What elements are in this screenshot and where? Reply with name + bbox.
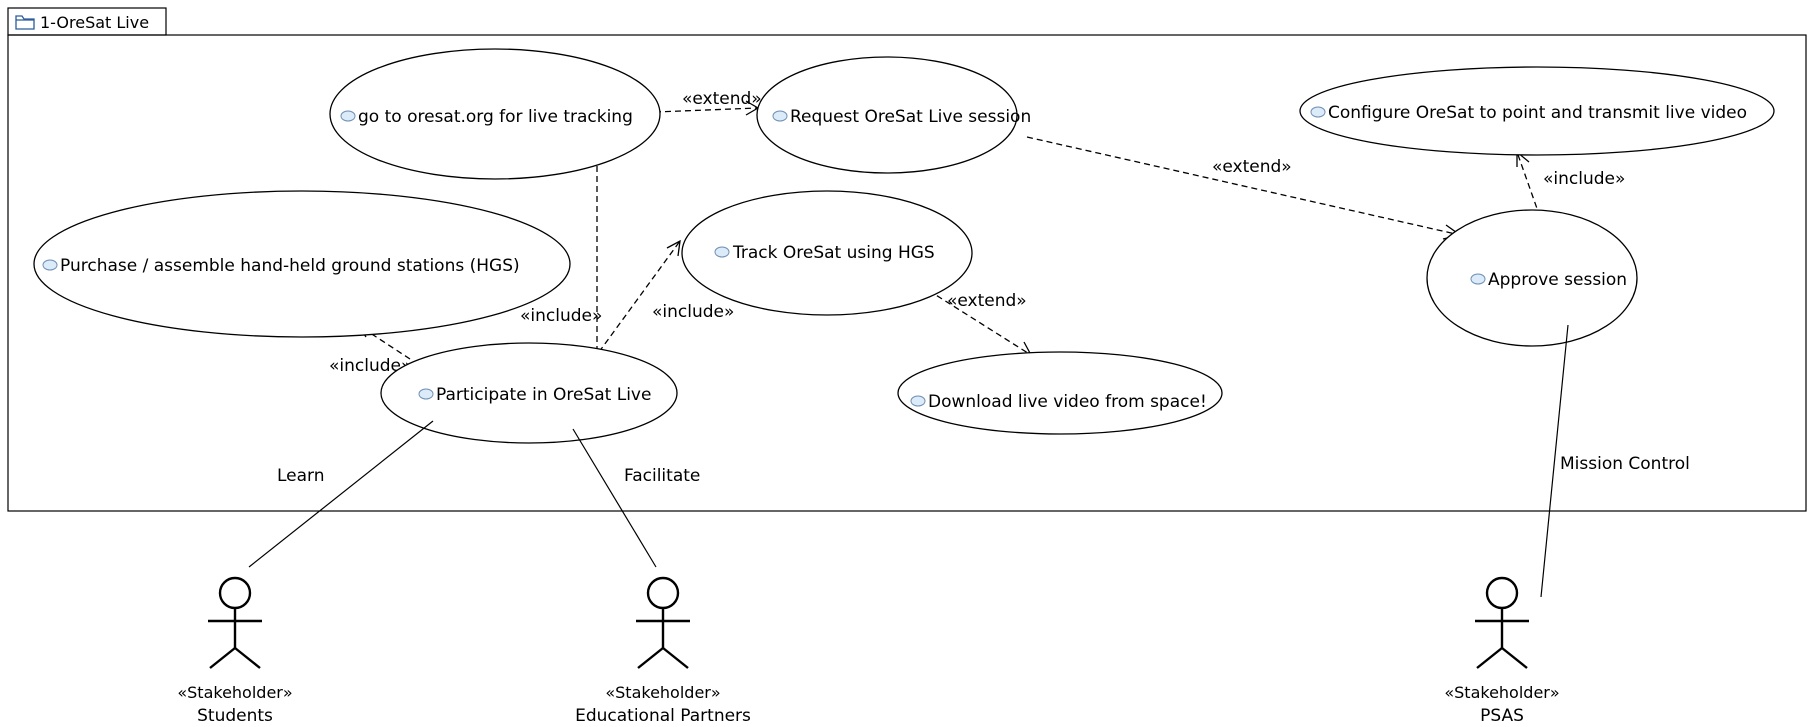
use-case-track-oresat[interactable]: Track OreSat using HGS <box>681 190 973 316</box>
use-case-icon <box>1310 106 1326 118</box>
use-case-label: Configure OreSat to point and transmit l… <box>1328 103 1747 123</box>
extend-request-to-approve-line[interactable] <box>1026 136 1461 236</box>
association-label-mission-control: Mission Control <box>1560 454 1690 474</box>
extend-label: «extend» <box>1212 157 1292 177</box>
arrowhead-icon <box>666 239 681 257</box>
association-label-learn: Learn <box>277 466 325 486</box>
use-case-label: Participate in OreSat Live <box>436 385 651 405</box>
use-case-label: go to oresat.org for live tracking <box>358 107 633 127</box>
use-case-icon <box>910 395 926 407</box>
use-case-configure-oresat[interactable]: Configure OreSat to point and transmit l… <box>1299 66 1775 156</box>
actor-stereotype: «Stakeholder» <box>177 683 292 702</box>
actor-stereotype: «Stakeholder» <box>605 683 720 702</box>
actor-stereotype: «Stakeholder» <box>1444 683 1559 702</box>
use-case-participate[interactable]: Participate in OreSat Live <box>380 342 678 444</box>
actor-name: Students <box>197 706 273 726</box>
use-case-approve-session[interactable]: Approve session <box>1426 209 1638 347</box>
package-title: 1-OreSat Live <box>40 13 149 32</box>
actor-name: PSAS <box>1480 706 1524 726</box>
folder-icon <box>15 15 35 30</box>
association-psas-line[interactable] <box>1540 324 1569 598</box>
use-case-download-video[interactable]: Download live video from space! <box>897 351 1223 435</box>
association-label-facilitate: Facilitate <box>624 466 700 486</box>
actor-educational-partners[interactable]: «Stakeholder» Educational Partners <box>575 576 751 726</box>
include-label: «include» <box>329 356 411 376</box>
use-case-label: Approve session <box>1488 270 1627 290</box>
actor-psas[interactable]: «Stakeholder» PSAS <box>1444 576 1560 726</box>
use-case-label: Purchase / assemble hand-held ground sta… <box>60 256 520 276</box>
association-students-line[interactable] <box>248 420 434 568</box>
include-approve-to-configure-line[interactable] <box>1516 151 1541 218</box>
extend-track-to-download-line[interactable] <box>919 284 1032 356</box>
use-case-go-to-oresat[interactable]: go to oresat.org for live tracking <box>329 48 661 180</box>
extend-label: «extend» <box>947 291 1027 311</box>
use-case-label: Request OreSat Live session <box>790 107 1031 127</box>
package-frame[interactable]: 1-OreSat Live <box>7 7 1807 512</box>
extend-label: «extend» <box>682 89 762 109</box>
include-label: «include» <box>1543 169 1625 189</box>
use-case-request-session[interactable]: Request OreSat Live session <box>756 56 1031 174</box>
extend-go-to-request-line[interactable] <box>654 107 759 113</box>
stick-figure-icon <box>636 576 690 669</box>
association-partners-line[interactable] <box>572 428 657 568</box>
use-case-purchase-hgs[interactable]: Purchase / assemble hand-held ground sta… <box>33 190 571 338</box>
use-case-icon <box>1470 273 1486 285</box>
use-case-icon <box>340 110 356 122</box>
actor-name: Educational Partners <box>575 706 751 726</box>
stick-figure-icon <box>208 576 262 669</box>
use-case-icon <box>418 388 434 400</box>
relationships: «extend» «extend» «include» «include» «i… <box>329 89 1625 376</box>
include-label: «include» <box>652 302 734 322</box>
use-case-label: Download live video from space! <box>928 392 1207 412</box>
include-label: «include» <box>520 306 602 326</box>
use-case-label: Track OreSat using HGS <box>732 243 935 263</box>
use-case-icon <box>42 259 58 271</box>
associations: Learn Facilitate Mission Control <box>248 324 1690 598</box>
use-case-icon <box>714 246 730 258</box>
actor-students[interactable]: «Stakeholder» Students <box>177 576 293 726</box>
use-case-icon <box>772 110 788 122</box>
include-participate-to-track-line[interactable] <box>598 240 681 353</box>
stick-figure-icon <box>1475 576 1529 669</box>
